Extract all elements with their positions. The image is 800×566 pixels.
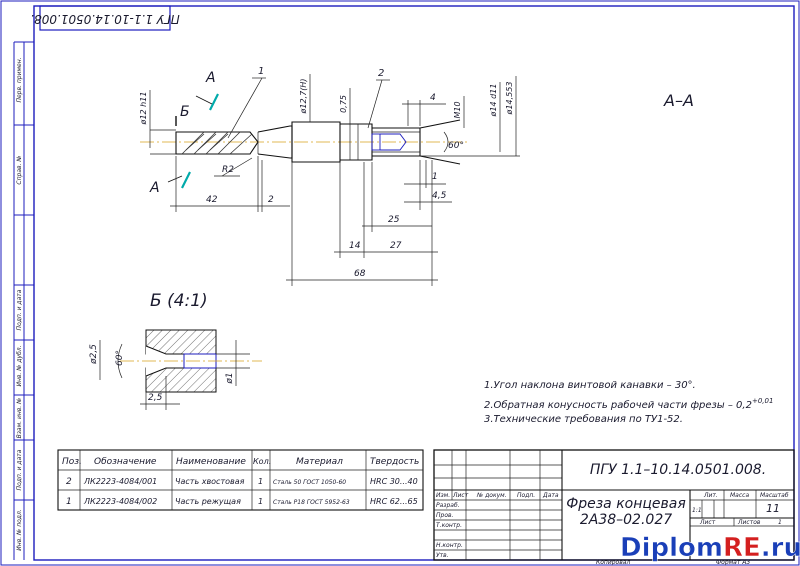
svg-text:1: 1 <box>258 66 264 77</box>
svg-text:HRC 30...40: HRC 30...40 <box>370 477 418 486</box>
svg-text:Пров.: Пров. <box>436 512 454 519</box>
svg-text:60°: 60° <box>448 141 464 151</box>
svg-text:Фреза концевая: Фреза концевая <box>566 496 686 512</box>
svg-text:1: 1 <box>66 497 72 507</box>
svg-text:2: 2 <box>268 195 274 205</box>
svg-text:Изм.: Изм. <box>436 492 450 499</box>
svg-text:60°: 60° <box>115 350 125 366</box>
svg-text:ø12,7(Н): ø12,7(Н) <box>299 79 308 115</box>
svg-text:Инв. № подл.: Инв. № подл. <box>16 509 23 550</box>
svg-text:ПГУ 1.1–10.14.0501.008.: ПГУ 1.1–10.14.0501.008. <box>590 462 766 478</box>
svg-text:ЛК2223-4084/002: ЛК2223-4084/002 <box>83 497 157 506</box>
svg-text:Лит.: Лит. <box>703 492 718 499</box>
main-view: А А Б 1 2 ø12 h11 ø12,7(Н) 0,75 М10 ø14 … <box>139 66 520 286</box>
svg-text:1: 1 <box>258 477 263 486</box>
svg-text:ø14,553: ø14,553 <box>505 82 514 116</box>
section-label: А–А <box>663 91 694 110</box>
svg-text:Твердость: Твердость <box>370 457 419 467</box>
svg-text:Разраб.: Разраб. <box>436 502 460 509</box>
inner-frame <box>33 5 795 561</box>
svg-text:М10: М10 <box>453 101 462 118</box>
svg-text:Сталь 50 ГОСТ 1050-60: Сталь 50 ГОСТ 1050-60 <box>273 479 346 486</box>
svg-text:А: А <box>205 70 216 86</box>
svg-text:Кол.: Кол. <box>253 457 271 466</box>
svg-text:Подп. и дата: Подп. и дата <box>16 289 23 330</box>
svg-text:Утв.: Утв. <box>436 552 449 559</box>
svg-text:2А38–02.027: 2А38–02.027 <box>580 512 672 528</box>
svg-text:Б (4:1): Б (4:1) <box>150 291 208 311</box>
svg-text:Подп.: Подп. <box>517 492 535 499</box>
svg-text:Перв. примен.: Перв. примен. <box>16 57 23 102</box>
svg-text:11: 11 <box>766 502 780 515</box>
svg-text:Материал: Материал <box>296 457 343 467</box>
svg-text:1.Угол наклона винтовой канавк: 1.Угол наклона винтовой канавки – 30°. <box>484 380 696 391</box>
svg-text:HRC 62...65: HRC 62...65 <box>370 497 418 506</box>
svg-text:3.Технические требования по ТУ: 3.Технические требования по ТУ1-52. <box>484 413 683 425</box>
svg-text:Т.контр.: Т.контр. <box>436 522 462 529</box>
svg-text:ЛК2223-4084/001: ЛК2223-4084/001 <box>83 477 157 486</box>
svg-text:DiplomRE.ru: DiplomRE.ru <box>620 533 800 563</box>
svg-text:Подп. и дата: Подп. и дата <box>16 449 23 490</box>
svg-text:Б: Б <box>180 104 190 120</box>
svg-text:ПГУ 1.1-10.14.0501.008.: ПГУ 1.1-10.14.0501.008. <box>30 12 180 26</box>
svg-text:№ докум.: № докум. <box>476 492 507 499</box>
svg-text:1: 1 <box>778 519 782 526</box>
svg-text:А: А <box>149 180 160 196</box>
svg-text:Поз.: Поз. <box>62 457 82 467</box>
svg-text:Сталь Р18 ГОСТ 5952-63: Сталь Р18 ГОСТ 5952-63 <box>273 499 350 506</box>
svg-text:42: 42 <box>206 195 218 205</box>
svg-text:1: 1 <box>432 172 438 182</box>
svg-text:Взам. инв. №: Взам. инв. № <box>16 398 23 439</box>
side-stripe: Перв. примен. Справ. № Подп. и дата Инв.… <box>13 41 34 560</box>
svg-text:1:1: 1:1 <box>692 507 702 514</box>
svg-text:Лист: Лист <box>452 492 469 499</box>
svg-text:ø2,5: ø2,5 <box>89 344 99 365</box>
spec-table: Поз. Обозначение Наименование Кол. Матер… <box>57 449 424 511</box>
svg-text:4,5: 4,5 <box>432 191 447 201</box>
svg-text:ø14 d11: ø14 d11 <box>489 84 498 118</box>
svg-text:2: 2 <box>66 477 72 487</box>
svg-text:27: 27 <box>390 241 402 251</box>
svg-text:Масса: Масса <box>730 492 749 499</box>
svg-text:0,75: 0,75 <box>339 95 348 113</box>
svg-text:Обозначение: Обозначение <box>94 457 157 467</box>
top-stamp: ПГУ 1.1-10.14.0501.008. <box>30 5 180 31</box>
tech-notes: 1.Угол наклона винтовой канавки – 30°. 2… <box>484 380 773 425</box>
svg-text:4: 4 <box>430 93 436 103</box>
svg-text:Листов: Листов <box>737 519 761 526</box>
svg-text:Часть режущая: Часть режущая <box>175 497 241 506</box>
title-block: Изм. Лист № докум. Подп. Дата Разраб. Пр… <box>433 449 795 566</box>
svg-text:68: 68 <box>354 269 366 279</box>
svg-text:14: 14 <box>349 241 361 251</box>
svg-text:ø1: ø1 <box>225 372 235 384</box>
svg-text:Копировал: Копировал <box>596 559 630 566</box>
svg-text:ø12 h11: ø12 h11 <box>139 92 148 126</box>
svg-text:2: 2 <box>378 68 384 79</box>
svg-text:2.Обратная конусность рабочей: 2.Обратная конусность рабочей части фрез… <box>484 397 773 411</box>
detail-view: Б (4:1) ø2,5 60° ø1 2,5 <box>89 291 262 410</box>
svg-text:Формат А3: Формат А3 <box>716 559 750 566</box>
svg-text:Дата: Дата <box>542 492 559 499</box>
svg-text:Часть хвостовая: Часть хвостовая <box>175 477 245 486</box>
svg-text:Наименование: Наименование <box>176 457 246 467</box>
svg-text:1: 1 <box>258 497 263 506</box>
svg-text:Масштаб: Масштаб <box>760 492 789 499</box>
svg-text:R2: R2 <box>222 165 234 175</box>
watermark: DiplomRE.ru <box>620 533 800 564</box>
svg-text:2,5: 2,5 <box>148 393 163 403</box>
svg-text:Н.контр.: Н.контр. <box>436 542 463 549</box>
svg-text:25: 25 <box>388 215 400 225</box>
svg-text:Инв. № дубл.: Инв. № дубл. <box>16 345 23 386</box>
svg-text:Справ. №: Справ. № <box>16 155 23 184</box>
svg-text:Лист: Лист <box>699 519 716 526</box>
